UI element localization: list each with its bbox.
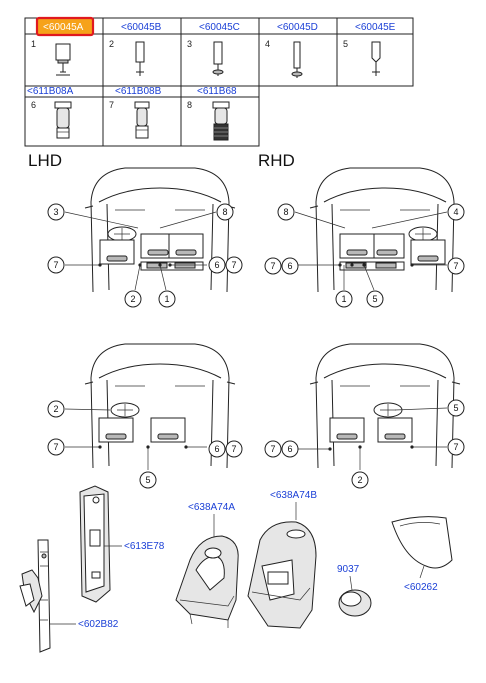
wire-connector-icon xyxy=(135,41,145,76)
lamp-housing-638a74a xyxy=(175,535,239,628)
callout-number: 7 xyxy=(270,261,275,271)
cell-num: 6 xyxy=(31,100,36,110)
cell-num: 8 xyxy=(187,100,192,110)
rhd-bottom-callouts: 5 7 6 7 2 xyxy=(264,399,465,489)
lhd-bottom-callouts: 2 7 6 7 5 xyxy=(47,400,243,489)
bulb-icon xyxy=(54,101,72,139)
part-link-60045d[interactable]: <60045D xyxy=(277,22,318,33)
cap-9037 xyxy=(338,589,372,617)
callout-number: 6 xyxy=(287,444,292,454)
callout-number: 1 xyxy=(164,294,169,304)
cell-num: 4 xyxy=(265,39,270,49)
callout-number: 2 xyxy=(53,404,58,414)
callout-number: 7 xyxy=(231,444,236,454)
callout-number: 6 xyxy=(287,261,292,271)
callout-number: 4 xyxy=(453,207,458,217)
wire-connector-icon xyxy=(291,41,303,78)
bulb-icon xyxy=(134,101,150,139)
cell-num: 5 xyxy=(343,39,348,49)
part-link-60045b[interactable]: <60045B xyxy=(121,22,162,33)
part-link-602b82[interactable]: <602B82 xyxy=(78,619,119,630)
part-link-611b08b[interactable]: <611B08B xyxy=(115,86,162,97)
callout-number: 1 xyxy=(341,294,346,304)
bulb-icon xyxy=(212,101,230,141)
part-link-613e78[interactable]: <613E78 xyxy=(124,541,165,552)
cell-num: 3 xyxy=(187,39,192,49)
part-link-60045c[interactable]: <60045C xyxy=(199,22,240,33)
parts-table: <60045A <60045B <60045C <60045D <60045E … xyxy=(24,16,414,147)
cell-num: 7 xyxy=(109,100,114,110)
wire-connector-icon xyxy=(371,41,381,76)
lens-60262 xyxy=(391,516,453,579)
callout-number: 5 xyxy=(145,475,150,485)
rhd-top-view xyxy=(309,167,461,293)
callout-number: 3 xyxy=(53,207,58,217)
cell-num: 1 xyxy=(31,39,36,49)
callout-number: 6 xyxy=(214,444,219,454)
callout-number: 7 xyxy=(453,442,458,452)
cell-num: 2 xyxy=(109,39,114,49)
callout-number: 6 xyxy=(214,260,219,270)
trim-panel-613e78 xyxy=(79,485,122,603)
callout-number: 8 xyxy=(222,207,227,217)
wire-connector-icon xyxy=(212,41,224,76)
bulb-holder-icon xyxy=(55,43,71,76)
part-link-638a74a[interactable]: <638A74A xyxy=(188,502,235,513)
part-link-611b08a[interactable]: <611B08A xyxy=(27,86,74,97)
callout-number: 7 xyxy=(53,442,58,452)
part-link-9037[interactable]: 9037 xyxy=(337,564,360,575)
lamp-housing-638a74b xyxy=(247,521,317,629)
part-link-60045e[interactable]: <60045E xyxy=(355,22,396,33)
callout-number: 2 xyxy=(357,475,362,485)
selected-part-highlight xyxy=(35,16,95,37)
callout-number: 8 xyxy=(283,207,288,217)
lhd-top-view xyxy=(84,167,236,293)
callout-number: 7 xyxy=(231,260,236,270)
part-link-60045a[interactable]: <60045A xyxy=(43,22,84,33)
lhd-top-callouts: 3 8 7 6 7 2 1 xyxy=(47,203,243,308)
part-link-60262[interactable]: <60262 xyxy=(404,582,438,593)
callout-number: 7 xyxy=(270,444,275,454)
callout-number: 7 xyxy=(53,260,58,270)
rhd-heading: RHD xyxy=(258,151,295,170)
part-link-611b68[interactable]: <611B68 xyxy=(197,86,237,97)
callout-number: 5 xyxy=(453,403,458,413)
part-link-638a74b[interactable]: <638A74B xyxy=(270,490,317,501)
bracket-602b82 xyxy=(19,539,76,653)
rhd-top-callouts: 8 4 7 6 7 1 5 xyxy=(264,203,465,308)
lhd-bottom-view xyxy=(84,343,236,469)
callout-number: 5 xyxy=(372,294,377,304)
lhd-heading: LHD xyxy=(28,151,62,170)
rhd-bottom-view xyxy=(309,343,461,469)
callout-number: 2 xyxy=(130,294,135,304)
callout-number: 7 xyxy=(453,261,458,271)
